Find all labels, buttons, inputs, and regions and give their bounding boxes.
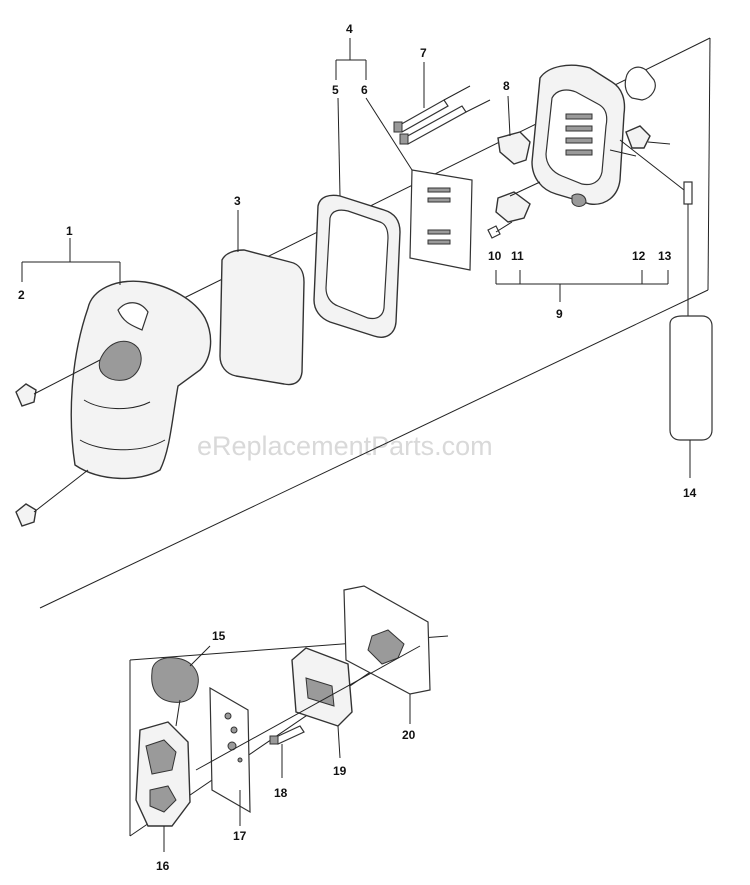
part-13-clamp[interactable]: [619, 125, 685, 191]
bolts[interactable]: [393, 62, 491, 145]
label-part-19[interactable]: 19: [333, 764, 347, 778]
label-part-8[interactable]: 8: [503, 79, 510, 93]
label-part-2[interactable]: 2: [18, 288, 25, 302]
bracket-11[interactable]: [495, 181, 541, 223]
carb-gasket[interactable]: [209, 686, 251, 826]
watermark-text: eReplacementParts.com: [197, 431, 493, 461]
label-part-10[interactable]: 10: [488, 249, 502, 263]
part-number-labels: 1 2 3 4 5 6 7 8 9 10 11 12 13 14 15 16 1…: [18, 22, 697, 873]
air-filter-housing[interactable]: [531, 64, 626, 207]
primer-bulb[interactable]: [151, 645, 211, 727]
bracket-9: [495, 270, 669, 302]
label-part-17[interactable]: 17: [233, 829, 247, 843]
clip[interactable]: [497, 95, 531, 165]
filter-element[interactable]: [219, 210, 305, 386]
intake-manifold[interactable]: [291, 647, 353, 759]
bracket-4: [335, 38, 413, 197]
label-part-1[interactable]: 1: [66, 224, 73, 238]
carburetor[interactable]: [135, 721, 191, 852]
label-part-11[interactable]: 11: [511, 249, 524, 263]
label-part-6[interactable]: 6: [361, 83, 368, 97]
label-part-15[interactable]: 15: [212, 629, 226, 643]
label-part-4[interactable]: 4: [346, 22, 353, 36]
label-part-3[interactable]: 3: [234, 194, 241, 208]
cover-knob-top[interactable]: [15, 359, 101, 407]
label-part-20[interactable]: 20: [402, 728, 416, 742]
bracket-1-2: [21, 238, 121, 285]
label-part-5[interactable]: 5: [332, 83, 339, 97]
label-part-18[interactable]: 18: [274, 786, 288, 800]
label-part-13[interactable]: 13: [658, 249, 672, 263]
label-part-9[interactable]: 9: [556, 307, 563, 321]
lower-centerline: [195, 645, 421, 771]
filter-plate[interactable]: [409, 169, 473, 271]
label-part-12[interactable]: 12: [632, 249, 646, 263]
filter-frame[interactable]: [313, 194, 401, 338]
label-part-16[interactable]: 16: [156, 859, 170, 873]
cover-knob-bottom[interactable]: [15, 469, 89, 527]
label-part-14[interactable]: 14: [683, 486, 697, 500]
part-12-clip[interactable]: [609, 149, 637, 157]
heat-shield-gasket[interactable]: [343, 585, 431, 724]
air-filter-cover[interactable]: [70, 280, 212, 480]
gasket[interactable]: [624, 66, 656, 101]
screw-18[interactable]: [269, 725, 305, 778]
label-sticker[interactable]: [669, 181, 713, 478]
screw-10[interactable]: [487, 221, 513, 239]
label-part-7[interactable]: 7: [420, 46, 427, 60]
